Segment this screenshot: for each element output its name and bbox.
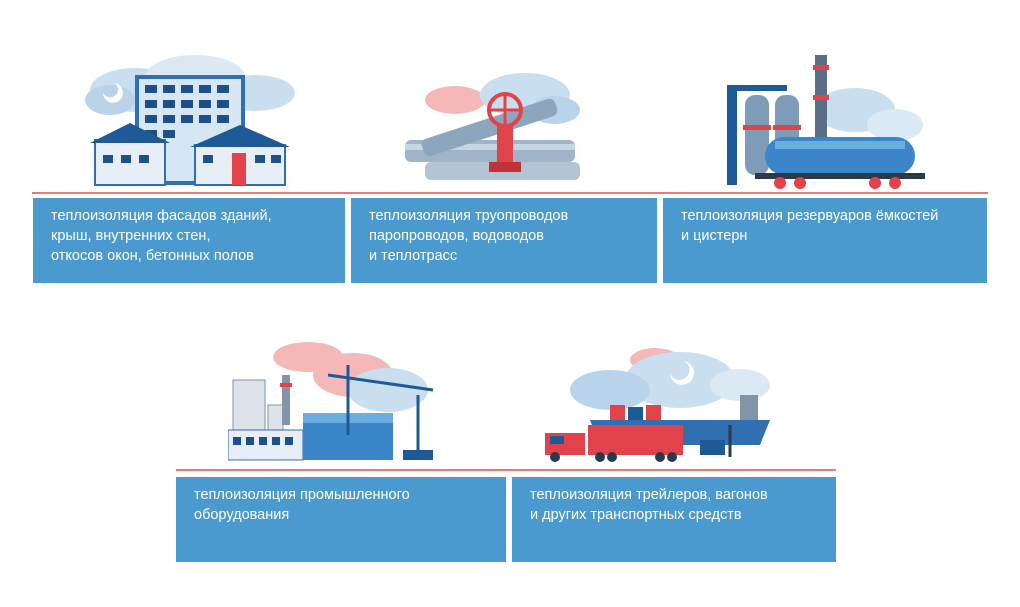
card-line: теплоизоляция резервуаров ёмкостей <box>681 208 939 224</box>
card-line: и других транспортных средств <box>530 507 742 523</box>
card-facades: теплоизоляция фасадов зданий, крыш, внут… <box>33 198 345 283</box>
card-transport: теплоизоляция трейлеров, вагонов и други… <box>512 477 836 562</box>
pipeline-valve-icon <box>405 70 580 185</box>
card-line: теплоизоляция труопроводов <box>369 208 569 224</box>
card-line: паропроводов, водоводов <box>369 228 544 244</box>
card-pipelines: теплоизоляция труопроводов паропроводов,… <box>351 198 657 283</box>
card-line: и цистерн <box>681 228 748 244</box>
card-line: теплоизоляция фасадов зданий, <box>51 208 272 224</box>
tank-railcar-icon <box>725 55 925 192</box>
factory-crane-icon <box>227 335 443 465</box>
card-tanks: теплоизоляция резервуаров ёмкостей и цис… <box>663 198 987 283</box>
building-icon <box>75 55 305 190</box>
card-line: теплоизоляция промышленного <box>194 487 410 503</box>
card-line: откосов окон, бетонных полов <box>51 248 254 264</box>
card-line: и теплотрасс <box>369 248 458 264</box>
card-industrial: теплоизоляция промышленного оборудования <box>176 477 506 562</box>
card-line: оборудования <box>194 507 290 523</box>
divider-top <box>32 192 988 194</box>
divider-bottom <box>176 469 836 471</box>
card-line: крыш, внутренних стен, <box>51 228 211 244</box>
card-line: теплоизоляция трейлеров, вагонов <box>530 487 768 503</box>
transport-ship-truck-icon <box>540 345 780 465</box>
